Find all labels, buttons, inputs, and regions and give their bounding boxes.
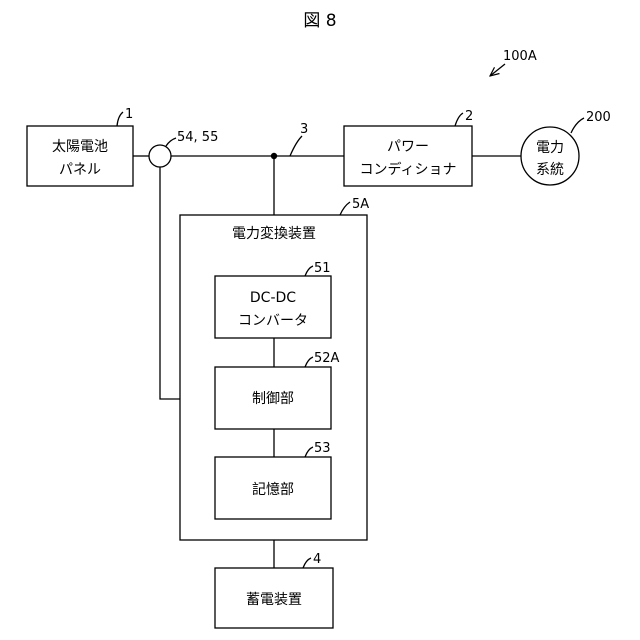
system-ref: 100A [503, 49, 537, 64]
dcdc-converter-line2: コンバータ [238, 313, 308, 329]
dcdc-converter-line1: DC-DC [250, 290, 296, 306]
power-conditioner-ref: 2 [465, 109, 473, 124]
power-grid-ref: 200 [586, 110, 611, 125]
memory-ref: 53 [314, 441, 331, 456]
power-grid-leader [571, 118, 584, 133]
dcdc-converter-ref: 51 [314, 261, 331, 276]
power-conditioner-leader [455, 113, 463, 126]
power-grid-line1: 電力 [536, 140, 564, 156]
figure-title: 図 8 [303, 11, 336, 31]
power-conversion-device-leader [340, 202, 350, 215]
power-conditioner-line2: コンディショナ [359, 161, 456, 178]
solar-panel-line1: 太陽電池 [52, 139, 108, 155]
memory-label: 記憶部 [252, 481, 294, 498]
bus-ref: 3 [300, 122, 308, 137]
controller-label: 制御部 [252, 391, 294, 407]
solar-panel-leader [117, 112, 123, 126]
power-conditioner-line1: パワー [387, 139, 429, 155]
power-conversion-device-label: 電力変換装置 [232, 225, 316, 242]
storage-device-ref: 4 [313, 552, 321, 567]
sensor-icon [149, 145, 171, 167]
sensor-leader [166, 138, 176, 146]
controller-ref: 52A [314, 351, 340, 366]
storage-device-label: 蓄電装置 [246, 592, 302, 608]
storage-device-leader [303, 558, 311, 568]
power-grid-line2: 系統 [536, 162, 564, 178]
solar-panel-ref: 1 [125, 107, 133, 122]
bus-leader [290, 136, 302, 156]
sensor-ref: 54, 55 [177, 130, 218, 145]
system-ref-arrow [490, 64, 505, 76]
solar-panel-line2: パネル [59, 162, 101, 178]
power-conversion-device-ref: 5A [352, 197, 369, 212]
